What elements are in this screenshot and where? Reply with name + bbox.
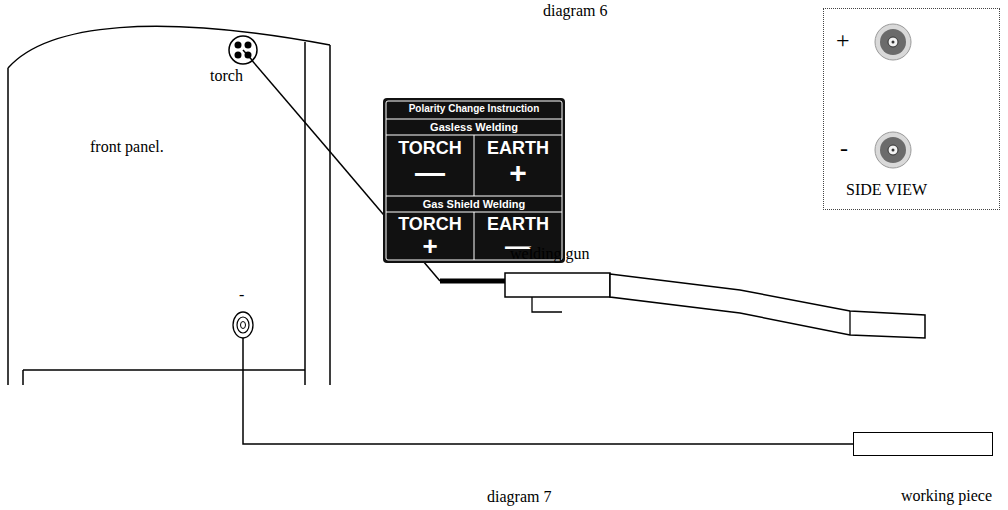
part-name: working piece: [901, 487, 992, 505]
side-view-box: + - SIDE VIEW: [823, 8, 1000, 210]
housing-outline: [8, 18, 332, 386]
cable: [243, 386, 853, 444]
table-cell: TORCH: [386, 214, 474, 235]
welder-housing: torch front panel. -: [8, 18, 332, 386]
socket-ring: [241, 322, 246, 329]
socket-label: torch: [210, 67, 243, 85]
welding-gun: welding gun: [440, 243, 930, 343]
polarity-sign: +: [474, 158, 562, 188]
socket-ring: [229, 36, 257, 64]
table-cell: EARTH: [474, 138, 562, 159]
plate-title: Polarity Change Instruction: [386, 103, 562, 115]
socket-ring: [237, 317, 249, 333]
gun-nozzle: [849, 311, 850, 335]
terminal-dot: [892, 149, 895, 152]
terminal-plus: [875, 24, 911, 60]
housing-line: [8, 26, 330, 385]
gun-barrel: [610, 274, 925, 338]
panel-label: front panel.: [90, 138, 164, 156]
gun-trigger: [532, 297, 562, 312]
table-cell: TORCH: [386, 138, 474, 159]
terminal-ring: [875, 24, 911, 60]
terminal-minus: [875, 132, 911, 168]
plate-heading: Gas Shield Welding: [386, 198, 562, 211]
torch-socket: [229, 36, 257, 64]
plate-frame: [386, 101, 562, 260]
torch-cable: [243, 50, 252, 60]
terminal-dot: [892, 41, 895, 44]
figure-number: diagram 6: [543, 2, 607, 20]
gun-cable: [440, 279, 506, 284]
socket-pin: [235, 42, 242, 49]
negative-socket: [233, 312, 253, 338]
terminal-core: [888, 37, 898, 47]
socket-ring: [233, 312, 253, 338]
socket-pin: [245, 42, 252, 49]
polarity-sign: -: [840, 135, 848, 163]
earth-cable: [242, 338, 244, 386]
terminal-ring: [875, 132, 911, 168]
polarity-plate: Polarity Change InstructionGasless Weldi…: [383, 98, 565, 263]
polarity-sign: -: [239, 286, 244, 304]
polarity-sign: —: [386, 158, 474, 188]
part-name: welding gun: [510, 245, 590, 263]
plate-rule: [386, 119, 562, 120]
view-caption: SIDE VIEW: [846, 181, 927, 199]
socket-pin: [235, 52, 242, 59]
welding-gun-picture: [440, 273, 925, 338]
torch-cable: [243, 50, 332, 154]
terminal-body: [880, 29, 906, 55]
plate-rule: [474, 212, 475, 260]
terminal-core: [888, 145, 898, 155]
plate-rule: [474, 135, 475, 196]
polarity-sign: +: [836, 27, 850, 55]
terminal-body: [880, 137, 906, 163]
figure-number: diagram 7: [487, 488, 551, 506]
polarity-sign: +: [386, 233, 474, 259]
gun-body: [505, 273, 610, 297]
plate-heading: Gasless Welding: [386, 121, 562, 134]
working-piece: working piece: [853, 432, 993, 456]
table-cell: EARTH: [474, 214, 562, 235]
